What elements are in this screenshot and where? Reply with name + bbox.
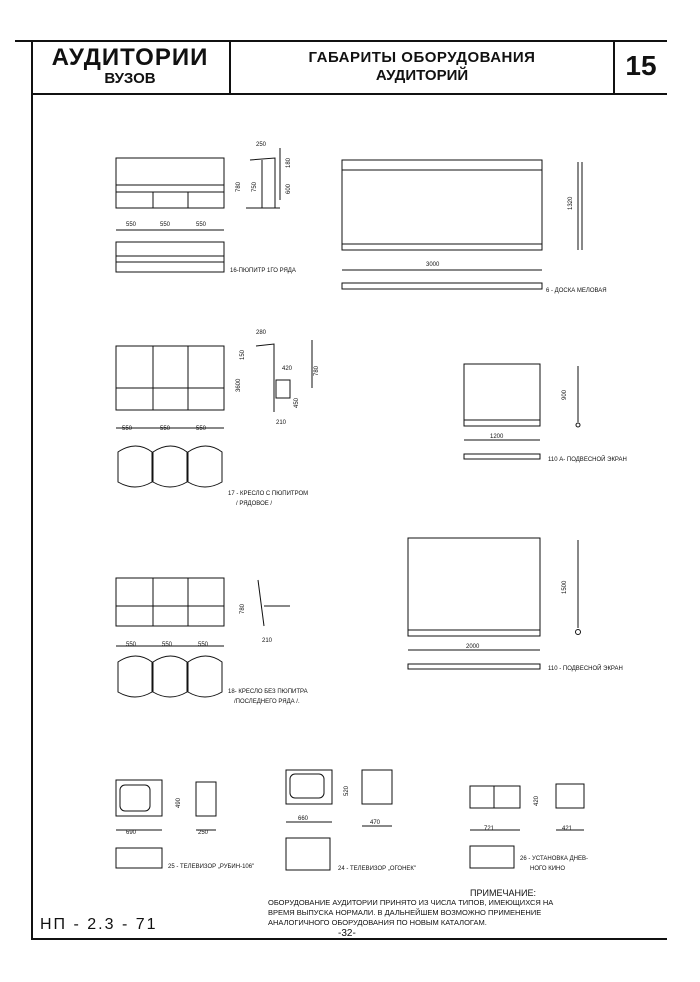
dim-26-1: 721 — [484, 826, 495, 832]
dim-24-2: 520 — [344, 785, 350, 796]
dim-17-4: 3600 — [236, 378, 242, 392]
header-left-cell: АУДИТОРИИ ВУЗОВ — [31, 40, 231, 95]
item-16-desk — [115, 148, 281, 273]
header-subtitle: ВУЗОВ — [104, 70, 156, 87]
dim-25-1: 690 — [126, 830, 137, 836]
caption-18-2: /ПОСЛЕДНЕГО РЯДА /. — [234, 699, 300, 705]
caption-25: 25 - ТЕЛЕВИЗОР „РУБИН-106" — [168, 864, 254, 870]
dim-16-7: 180 — [286, 157, 292, 168]
dim-16-5: 750 — [252, 181, 258, 192]
dim-24-3: 470 — [370, 820, 381, 826]
dim-18-5: 210 — [262, 638, 273, 644]
caption-26-1: 26 - УСТАНОВКА ДНЕВ- — [520, 856, 588, 862]
dim-18-2: 550 — [162, 642, 173, 648]
dim-16-4: 780 — [236, 181, 242, 192]
dim-26-2: 420 — [534, 795, 540, 806]
header-title: АУДИТОРИИ — [51, 44, 209, 71]
dim-17-1: 550 — [122, 426, 133, 432]
caption-26-2: НОГО КИНО — [530, 866, 565, 872]
header-mid-line1: ГАБАРИТЫ ОБОРУДОВАНИЯ — [308, 49, 536, 66]
dim-110-2: 1500 — [562, 580, 568, 594]
dim-17-9: 280 — [256, 330, 267, 336]
sheet-frame — [31, 40, 667, 940]
bottom-border — [31, 938, 667, 940]
note-line-1: ОБОРУДОВАНИЕ АУДИТОРИИ ПРИНЯТО ИЗ ЧИСЛА … — [268, 898, 554, 907]
dim-110a-2: 900 — [562, 389, 568, 400]
item-110a-screen — [463, 363, 581, 460]
dim-17-10: 210 — [276, 420, 287, 426]
dim-6-1: 3000 — [426, 262, 440, 268]
item-17-chair-desk — [115, 340, 313, 488]
dim-17-5: 150 — [240, 349, 246, 360]
caption-110: 110 - ПОДВЕСНОЙ ЭКРАН — [548, 664, 623, 672]
header-mid-cell: ГАБАРИТЫ ОБОРУДОВАНИЯ АУДИТОРИЙ — [231, 40, 615, 95]
dim-17-2: 550 — [160, 426, 171, 432]
note-line-3: АНАЛОГИЧНОГО ОБОРУДОВАНИЯ ПО НОВЫМ КАТАЛ… — [268, 918, 487, 927]
caption-17-2: / РЯДОВОЕ / — [236, 501, 272, 507]
dim-24-1: 660 — [298, 816, 309, 822]
dim-110a-1: 1200 — [490, 434, 504, 440]
dim-17-6: 780 — [314, 365, 320, 376]
caption-17-1: 17 - КРЕСЛО С ПЮПИТРОМ — [228, 491, 308, 497]
dim-16-3: 550 — [196, 222, 207, 228]
caption-18-1: 18- КРЕСЛО БЕЗ ПЮПИТРА — [228, 689, 308, 695]
page-number: -32- — [338, 928, 356, 939]
dim-16-8: 250 — [256, 142, 267, 148]
dim-16-2: 550 — [160, 222, 171, 228]
sheet-number: 15 — [625, 50, 657, 81]
dim-26-3: 421 — [562, 826, 573, 832]
document-code: НП - 2.3 - 71 — [40, 916, 158, 933]
dim-18-3: 550 — [198, 642, 209, 648]
item-6-blackboard — [341, 159, 583, 290]
caption-110a: 110 А- ПОДВЕСНОЙ ЭКРАН — [548, 455, 627, 463]
dim-18-4: 780 — [240, 603, 246, 614]
dim-17-7: 420 — [282, 366, 293, 372]
item-25-tv — [115, 779, 217, 869]
dim-6-2: 1320 — [568, 196, 574, 210]
item-24-tv — [285, 769, 393, 871]
top-border — [15, 40, 667, 42]
dim-25-2: 490 — [176, 797, 182, 808]
dim-16-1: 550 — [126, 222, 137, 228]
dim-17-8: 450 — [294, 397, 300, 408]
note-title: ПРИМЕЧАНИЕ: — [470, 888, 536, 898]
item-18-chair — [115, 577, 290, 698]
header-sheet-cell: 15 — [615, 40, 667, 95]
header-mid-line2: АУДИТОРИЙ — [375, 67, 469, 84]
dim-16-6: 600 — [286, 183, 292, 194]
caption-6: 6 - ДОСКА МЕЛОВАЯ — [546, 288, 607, 294]
dim-18-1: 550 — [126, 642, 137, 648]
dim-110-1: 2000 — [466, 644, 480, 650]
item-26-projector — [469, 783, 585, 869]
caption-24: 24 - ТЕЛЕВИЗОР „ОГОНЕК" — [338, 866, 416, 872]
dim-17-3: 550 — [196, 426, 207, 432]
note-block: ПРИМЕЧАНИЕ: ОБОРУДОВАНИЕ АУДИТОРИИ ПРИНЯ… — [268, 888, 628, 928]
item-110-screen — [407, 537, 581, 670]
note-line-2: ВРЕМЯ ВЫПУСКА НОРМАЛИ. В ДАЛЬНЕЙШЕМ ВОЗМ… — [268, 908, 542, 917]
caption-16: 16-ПЮПИТР 1ГО РЯДА — [230, 268, 296, 274]
dim-25-3: 250 — [198, 830, 209, 836]
